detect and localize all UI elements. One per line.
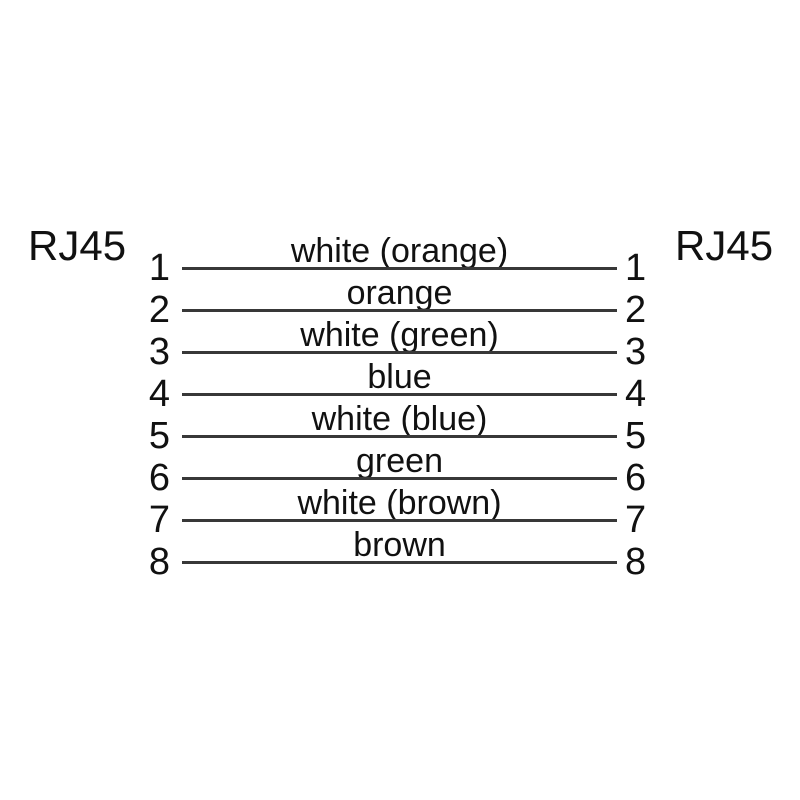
pin-number-right: 8: [625, 541, 647, 583]
pin-number-left: 3: [148, 331, 170, 373]
pin-number-right: 3: [625, 331, 647, 373]
wire-row: 7 white (brown) 7: [0, 476, 800, 550]
pin-number-left: 8: [148, 541, 170, 583]
wire-line: [182, 351, 617, 354]
wire-line: [182, 519, 617, 522]
pin-number-left: 1: [148, 247, 170, 289]
pin-number-right: 7: [625, 499, 647, 541]
pin-number-left: 5: [148, 415, 170, 457]
wire-row: 6 green 6: [0, 434, 800, 508]
wire-line: [182, 561, 617, 564]
wire-row: 5 white (blue) 5: [0, 392, 800, 466]
wire-line: [182, 477, 617, 480]
pin-number-right: 4: [625, 373, 647, 415]
pin-number-right: 6: [625, 457, 647, 499]
wire-row: 1 white (orange) 1: [0, 224, 800, 298]
wire-line: [182, 309, 617, 312]
wire-color-label: blue: [367, 358, 432, 396]
wire-line: [182, 267, 617, 270]
wire-color-label: white (orange): [290, 232, 509, 270]
pin-number-right: 5: [625, 415, 647, 457]
wire-color-label: white (brown): [297, 484, 502, 522]
wire-line: [182, 435, 617, 438]
pin-number-right: 2: [625, 289, 647, 331]
pin-number-left: 7: [148, 499, 170, 541]
wire-color-label: white (green): [300, 316, 499, 354]
pin-number-left: 4: [148, 373, 170, 415]
wire-row: 4 blue 4: [0, 350, 800, 424]
pin-number-right: 1: [625, 247, 647, 289]
pin-number-left: 2: [148, 289, 170, 331]
connector-label-right: RJ45: [675, 222, 774, 269]
wire-color-label: orange: [346, 274, 453, 312]
wire-row: 8 brown 8: [0, 518, 800, 592]
wire-color-label: white (blue): [311, 400, 488, 438]
pin-number-left: 6: [148, 457, 170, 499]
wire-row: 2 orange 2: [0, 266, 800, 340]
wire-color-label: green: [356, 442, 443, 480]
wire-row: 3 white (green) 3: [0, 308, 800, 382]
wire-line: [182, 393, 617, 396]
connector-label-left: RJ45: [28, 222, 127, 269]
wire-color-label: brown: [353, 526, 446, 564]
